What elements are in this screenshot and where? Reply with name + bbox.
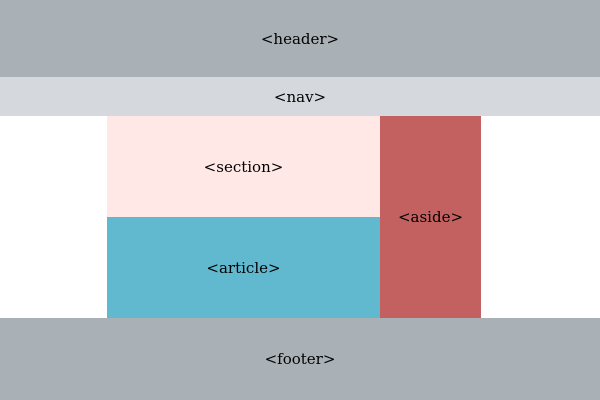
footer-block: <footer>: [0, 318, 600, 400]
section-block: <section>: [107, 116, 380, 217]
section-label: <section>: [203, 157, 284, 176]
nav-label: <nav>: [273, 87, 327, 106]
article-block: <article>: [107, 217, 380, 318]
header-block: <header>: [0, 0, 600, 77]
aside-label: <aside>: [397, 208, 464, 226]
nav-block: <nav>: [0, 77, 600, 116]
aside-block: <aside>: [380, 116, 481, 318]
header-label: <header>: [260, 29, 340, 48]
footer-label: <footer>: [264, 350, 336, 368]
article-label: <article>: [206, 258, 281, 277]
